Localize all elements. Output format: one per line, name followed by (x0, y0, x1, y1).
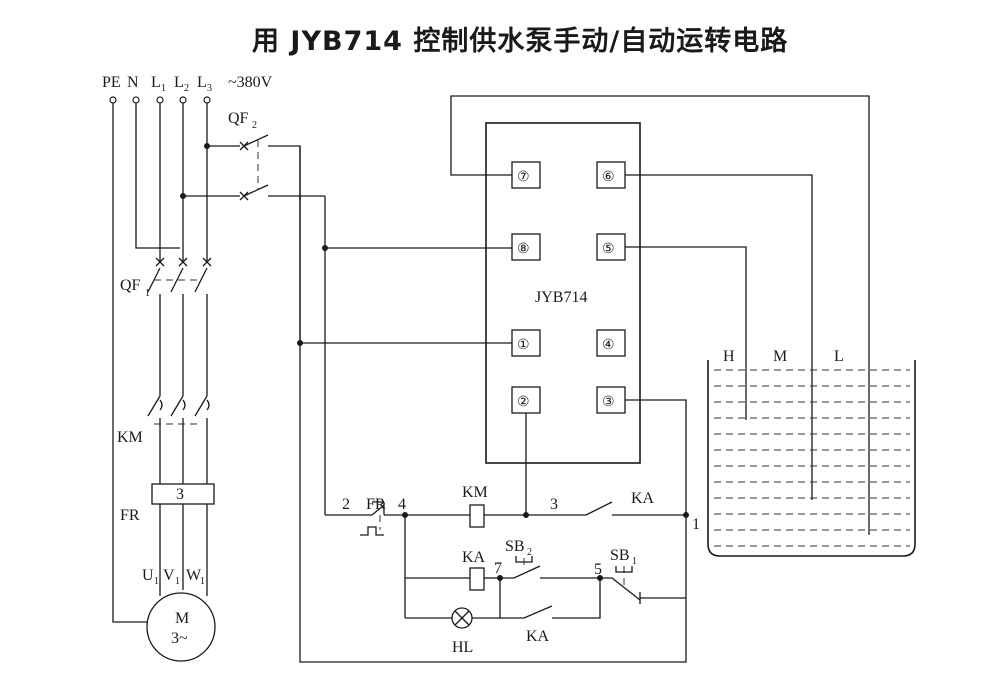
sb1-stop-button (600, 566, 686, 604)
pin-4: ④ (602, 338, 615, 353)
pin-1: ① (517, 338, 530, 353)
label-qf2-sub: 2 (252, 120, 257, 131)
motor-label: M (175, 610, 189, 627)
label-l1-sub: 1 (161, 83, 166, 94)
wire-n (135, 103, 180, 249)
motor-phase-label: 3~ (171, 630, 188, 647)
label-node2: 2 (342, 496, 350, 513)
label-node4: 4 (398, 496, 406, 513)
pin-7: ⑦ (517, 170, 530, 185)
junction-node-pin2 (523, 512, 529, 518)
label-n: N (127, 74, 139, 91)
label-l3-sub: 3 (207, 83, 212, 94)
label-ka-coil: KA (462, 549, 486, 566)
label-node1: 1 (692, 516, 700, 533)
label-w: W (186, 567, 202, 584)
label-v: V (163, 567, 175, 584)
pin-8: ⑧ (517, 242, 530, 257)
wire-feed-pin1 (299, 146, 687, 663)
label-fr-mark: 3 (176, 486, 184, 503)
wire-pin3-to-node1 (625, 399, 687, 515)
breaker-qf2 (239, 134, 301, 340)
breaker-qf1 (147, 257, 212, 396)
wire-pe (112, 103, 148, 623)
label-l1: L (151, 74, 161, 91)
ka-coil (469, 567, 485, 591)
controller-name: JYB714 (535, 289, 587, 306)
lamp-hl (451, 607, 473, 629)
label-qf1: QF (120, 277, 141, 294)
label-qf2: QF (228, 110, 249, 127)
supply-labels: PE N L 1 L 2 L 3 ~380V (102, 74, 273, 94)
diagram-title: 用 JYB714 控制供水泵手动/自动运转电路 (252, 25, 788, 57)
water-tank (707, 360, 916, 557)
contactor-km-main (147, 395, 210, 484)
label-l3: L (197, 74, 207, 91)
label-u-sub: 1 (154, 576, 159, 587)
label-ka-contact: KA (631, 490, 655, 507)
junction-node1 (683, 512, 689, 518)
label-sb2: SB (505, 538, 525, 555)
pin-5: ⑤ (602, 242, 615, 257)
label-sb1: SB (610, 547, 630, 564)
thermal-relay-fr (151, 483, 215, 562)
label-node3: 3 (550, 496, 558, 513)
label-w-sub: 1 (200, 576, 205, 587)
label-fr-contact: FR (366, 496, 386, 513)
pin-3: ③ (602, 395, 615, 410)
wire-pin6-to-m-probe (625, 174, 813, 500)
supply-terminals (109, 96, 211, 104)
label-l2-sub: 2 (184, 83, 189, 94)
label-l2: L (174, 74, 184, 91)
label-node7: 7 (494, 560, 502, 577)
label-voltage: ~380V (228, 74, 273, 91)
label-ka-contact-2: KA (526, 628, 550, 645)
probe-l-label: L (834, 348, 844, 365)
probe-h-label: H (723, 348, 735, 365)
wire-feed-pin8 (299, 195, 512, 515)
probe-m-label: M (773, 348, 787, 365)
junction-pin8 (322, 245, 328, 251)
wire-pin5-to-h-probe (625, 246, 747, 420)
label-lamp: HL (452, 639, 473, 656)
fr-nc-contact (360, 501, 405, 536)
junction-pin1 (297, 340, 303, 346)
label-qf1-sub: 1 (145, 288, 150, 299)
label-fr: FR (120, 507, 140, 524)
wire-motor-leads (159, 562, 208, 596)
wire-lamp-to-ka (472, 578, 501, 619)
label-km: KM (117, 429, 143, 446)
wire-pin7-to-l-probe (450, 95, 870, 535)
km-coil (469, 504, 485, 528)
motor-m (146, 592, 216, 662)
label-node5: 5 (594, 561, 602, 578)
label-v-sub: 1 (175, 576, 180, 587)
sb2-start-button (500, 556, 600, 579)
label-pe: PE (102, 74, 121, 91)
label-u: U (142, 567, 154, 584)
pin-2: ② (517, 395, 530, 410)
label-sb1-sub: 1 (632, 556, 637, 567)
pin-6: ⑥ (602, 170, 615, 185)
ka-contact-bottom (500, 578, 601, 619)
ka-contact-top (585, 501, 686, 516)
label-km-coil: KM (462, 484, 488, 501)
label-sb2-sub: 2 (527, 547, 532, 558)
